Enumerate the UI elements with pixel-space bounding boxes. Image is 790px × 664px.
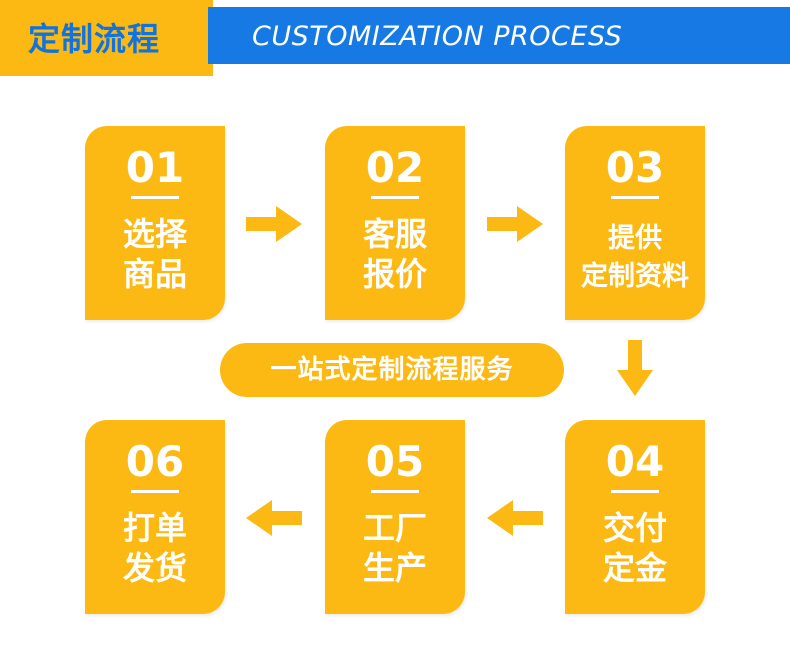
step-divider <box>131 196 179 199</box>
step-card-4: 04 交付 定金 <box>565 420 705 614</box>
step-label: 交付 定金 <box>565 508 705 588</box>
step-label-line1: 交付 <box>602 509 667 547</box>
step-label: 工厂 生产 <box>325 508 465 588</box>
header-title-block <box>0 0 213 76</box>
step-divider <box>611 490 659 493</box>
step-number: 06 <box>125 437 185 486</box>
step-label: 选择 商品 <box>85 214 225 294</box>
header-subtitle-block <box>208 7 790 64</box>
step-divider <box>371 196 419 199</box>
step-number: 02 <box>365 143 425 192</box>
step-label-line2: 商品 <box>122 255 187 293</box>
arrow-right-icon <box>487 206 543 242</box>
arrow-left-icon <box>246 500 302 536</box>
step-number: 05 <box>365 437 425 486</box>
step-label: 客服 报价 <box>325 214 465 294</box>
step-divider <box>371 490 419 493</box>
page-subtitle: CUSTOMIZATION PROCESS <box>252 21 623 52</box>
step-label-line2: 生产 <box>362 549 427 587</box>
step-label-line1: 工厂 <box>362 509 427 547</box>
step-number: 04 <box>605 437 665 486</box>
arrow-left-icon <box>487 500 543 536</box>
step-divider <box>611 196 659 199</box>
step-card-1: 01 选择 商品 <box>85 126 225 320</box>
step-card-6: 06 打单 发货 <box>85 420 225 614</box>
step-label-line2: 定制资料 <box>581 261 689 292</box>
step-card-3: 03 提供 定制资料 <box>565 126 705 320</box>
step-card-2: 02 客服 报价 <box>325 126 465 320</box>
step-label-line1: 打单 <box>122 509 187 547</box>
page-title: 定制流程 <box>28 20 161 58</box>
step-label-line1: 选择 <box>122 215 187 253</box>
arrow-right-icon <box>246 206 302 242</box>
step-label-line2: 定金 <box>602 549 667 587</box>
step-label: 提供 定制资料 <box>565 220 705 296</box>
arrow-down-icon <box>617 340 653 396</box>
step-label: 打单 发货 <box>85 508 225 588</box>
step-label-line2: 报价 <box>362 255 427 293</box>
step-label-line2: 发货 <box>122 549 187 587</box>
service-banner: 一站式定制流程服务 <box>220 343 564 397</box>
step-card-5: 05 工厂 生产 <box>325 420 465 614</box>
step-number: 01 <box>125 143 185 192</box>
step-number: 03 <box>605 143 665 192</box>
step-label-line1: 客服 <box>362 215 427 253</box>
step-label-line1: 提供 <box>608 223 662 254</box>
step-divider <box>131 490 179 493</box>
